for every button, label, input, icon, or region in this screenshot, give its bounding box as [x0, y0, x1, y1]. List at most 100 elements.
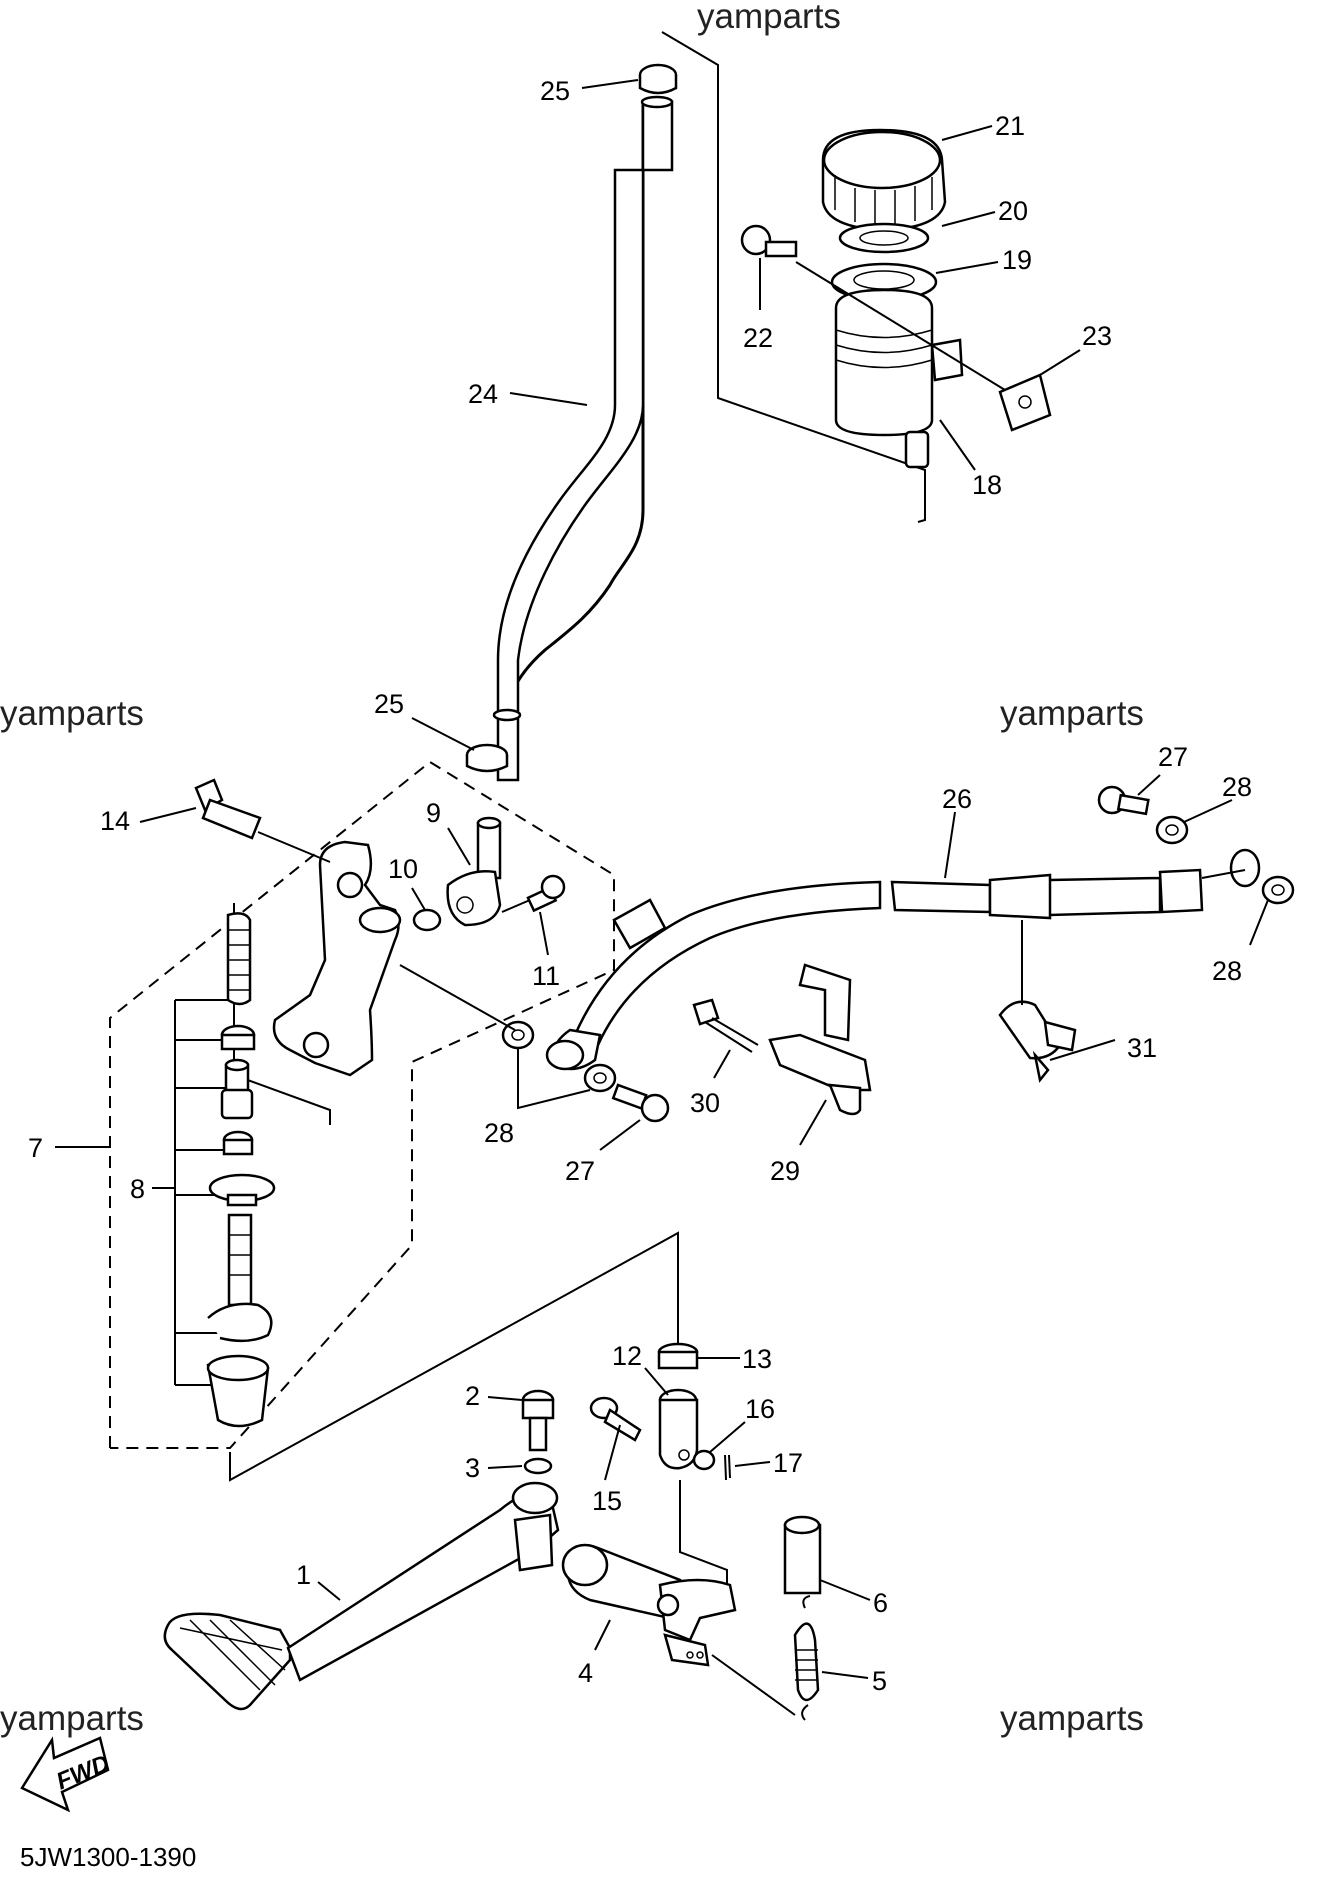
callout-28-left: 28 [484, 1118, 514, 1148]
watermark-mid-right: yamparts [1000, 694, 1144, 733]
leader-14 [139, 807, 197, 823]
pedal-bolt [521, 1389, 555, 1452]
leader-2 [487, 1396, 523, 1401]
leader-17 [734, 1461, 771, 1467]
brake-hose-right [890, 880, 992, 914]
copper-washer-left-bottom [583, 1063, 617, 1093]
hose-bracket [768, 963, 872, 1116]
clevis-nut [657, 1342, 699, 1370]
clevis-pin [589, 1396, 642, 1442]
hose-clip-bottom [465, 743, 509, 773]
callout-29: 29 [770, 1156, 800, 1186]
callout-11: 11 [532, 961, 560, 991]
callout-18: 18 [972, 470, 1002, 500]
pedal-washer [523, 1457, 553, 1475]
leader-5 [821, 1671, 869, 1679]
pedal-link-bracket [229, 1231, 679, 1482]
master-cylinder-kit-parts [206, 912, 276, 1428]
spring-link [711, 1654, 796, 1716]
hose-union-fitting [446, 816, 502, 927]
master-cylinder-assembly-outline [109, 760, 615, 1449]
callout-27-right: 27 [1158, 742, 1188, 772]
callout-14: 14 [100, 806, 130, 836]
callout-31: 31 [1127, 1033, 1157, 1063]
leader-27-right [1137, 774, 1161, 796]
leader-26 [944, 811, 956, 879]
reservoir-bolt-axis [795, 261, 1006, 391]
leader-25-top [581, 79, 639, 89]
callout-8: 8 [130, 1174, 145, 1204]
cotter-pin [724, 1454, 731, 1481]
leader-23 [1039, 349, 1081, 376]
banjo-end-right [1201, 848, 1261, 888]
fwd-arrow-icon: FWD [20, 1736, 113, 1813]
reservoir-bolt [740, 224, 798, 258]
watermark-mid-left: yamparts [0, 694, 144, 733]
bracket-bolt [692, 998, 759, 1053]
reservoir-hose-body [496, 100, 674, 782]
watermark-bottom-left: yamparts [0, 1699, 144, 1738]
return-spring [793, 1595, 820, 1721]
callout-15: 15 [592, 1486, 622, 1516]
reservoir-body [834, 288, 964, 469]
leader-11 [539, 911, 549, 956]
callout-7: 7 [28, 1133, 43, 1163]
hose-clip-top [638, 63, 678, 95]
spring-collar [783, 1515, 822, 1595]
parts-8-ticks [175, 999, 228, 1386]
leader-28-right-bottom [1249, 899, 1269, 946]
leader-30 [713, 1049, 731, 1079]
banjo-bolt-left [611, 1083, 670, 1123]
leader-6 [819, 1579, 871, 1601]
master-cylinder-body [272, 840, 402, 1077]
leader-25-bottom [411, 717, 475, 751]
copper-washer-right-top [1155, 815, 1189, 845]
callout-30: 30 [690, 1088, 720, 1118]
callout-26: 26 [942, 784, 972, 814]
callout-25-bottom: 25 [374, 689, 404, 719]
copper-washer-right-bottom [1261, 875, 1295, 905]
union-o-ring [412, 908, 442, 932]
reservoir-cap [821, 128, 947, 232]
leader-12 [644, 1367, 669, 1396]
union-screw [526, 874, 566, 913]
brake-shaft [561, 1543, 737, 1667]
callout-6: 6 [873, 1588, 888, 1618]
callout-28-right-bottom: 28 [1212, 956, 1242, 986]
leader-18 [939, 419, 976, 471]
screw-11-axis [501, 899, 531, 913]
callout-9: 9 [426, 798, 441, 828]
leader-15 [604, 1424, 621, 1481]
leader-4 [594, 1619, 611, 1651]
clevis [658, 1388, 699, 1470]
leader-28-left [517, 1048, 591, 1110]
leader-31 [1049, 1039, 1116, 1061]
callout-17: 17 [773, 1448, 803, 1478]
leader-3 [487, 1465, 523, 1469]
washer-axis-left [399, 964, 516, 1031]
callout-16: 16 [745, 1394, 775, 1424]
callout-1: 1 [296, 1560, 311, 1590]
callout-4: 4 [578, 1658, 593, 1688]
callout-13: 13 [742, 1344, 772, 1374]
callout-10: 10 [388, 854, 418, 884]
callout-19: 19 [1002, 245, 1032, 275]
bolt-14-axis [257, 831, 331, 863]
hose-top-end [640, 95, 674, 109]
banjo-bolt-right [1097, 785, 1150, 816]
callout-3: 3 [465, 1453, 480, 1483]
leader-10 [411, 887, 426, 911]
leader-21 [941, 125, 993, 141]
leader-20 [941, 211, 996, 227]
callout-24: 24 [468, 379, 498, 409]
callout-5: 5 [872, 1666, 887, 1696]
hose-bottom-end [492, 708, 522, 722]
clevis-washer [692, 1449, 716, 1471]
diagram-code: 5JW1300-1390 [20, 1842, 196, 1872]
watermark-top: yamparts [697, 0, 841, 36]
callout-20: 20 [998, 196, 1028, 226]
leader-9 [447, 827, 471, 866]
reservoir-plate [838, 222, 930, 254]
leader-27-left [599, 1119, 641, 1151]
